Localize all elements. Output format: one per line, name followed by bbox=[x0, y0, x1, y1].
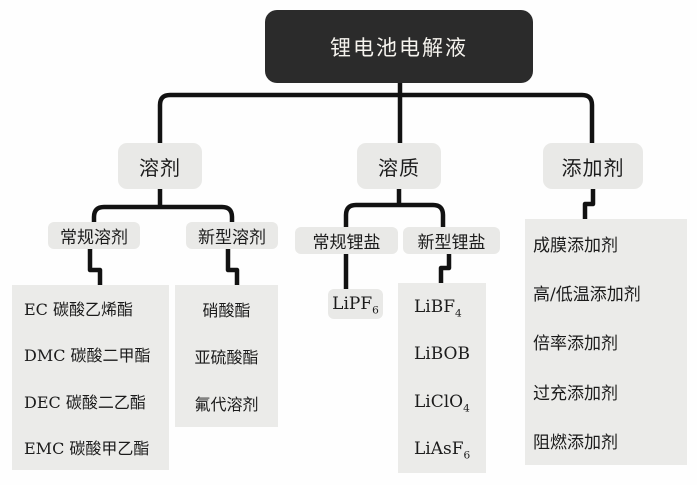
subbranch-node-label: 新型锂盐 bbox=[417, 233, 486, 253]
leaf-node-lipf6: LiPF6 bbox=[328, 289, 383, 319]
list-item: DEC 碳酸二乙酯 bbox=[24, 392, 146, 412]
connector-additive-drop bbox=[582, 189, 596, 219]
formula-label: LiPF6 bbox=[332, 294, 379, 317]
branch-node-solute: 溶质 bbox=[357, 143, 441, 189]
subbranch-node-new-salt: 新型锂盐 bbox=[403, 227, 500, 254]
root-node-electrolyte: 锂电池电解液 bbox=[265, 10, 533, 83]
list-item: DMC 碳酸二甲酯 bbox=[24, 346, 151, 366]
subbranch-node-label: 常规溶剂 bbox=[60, 228, 128, 248]
list-new-salts: LiBF4 LiBOB LiClO4 LiAsF6 bbox=[398, 283, 486, 473]
list-item: 亚硫酸酯 bbox=[194, 347, 259, 367]
branch-node-label: 添加剂 bbox=[561, 155, 625, 180]
list-additives: 成膜添加剂 高/低温添加剂 倍率添加剂 过充添加剂 阻燃添加剂 bbox=[525, 219, 687, 465]
subbranch-node-conventional-salt: 常规锂盐 bbox=[295, 227, 398, 254]
branch-node-label: 溶剂 bbox=[139, 155, 181, 180]
list-conventional-solvents: EC 碳酸乙烯酯 DMC 碳酸二甲酯 DEC 碳酸二乙酯 EMC 碳酸甲乙酯 bbox=[12, 285, 169, 470]
list-item: LiBF4 bbox=[414, 296, 462, 320]
branch-node-label: 溶质 bbox=[378, 155, 420, 180]
list-item: 成膜添加剂 bbox=[533, 236, 618, 257]
list-item: 高/低温添加剂 bbox=[533, 285, 641, 306]
list-item: 阻燃添加剂 bbox=[533, 432, 618, 453]
list-item: 硝酸酯 bbox=[202, 300, 251, 320]
list-item: 过充添加剂 bbox=[533, 383, 618, 404]
connector-root-branches bbox=[157, 92, 595, 143]
connector-new-solvent-drop bbox=[225, 249, 240, 285]
list-item: LiAsF6 bbox=[414, 439, 471, 462]
root-node-label: 锂电池电解液 bbox=[330, 35, 468, 60]
list-item: EC 碳酸乙烯酯 bbox=[24, 300, 134, 320]
subbranch-node-new-solvent: 新型溶剂 bbox=[186, 222, 278, 249]
connector-new-salt-drop bbox=[438, 254, 452, 283]
subbranch-node-label: 常规锂盐 bbox=[312, 233, 381, 253]
branch-node-additive: 添加剂 bbox=[543, 143, 643, 189]
list-item: LiClO4 bbox=[414, 391, 470, 415]
branch-node-solvent: 溶剂 bbox=[118, 143, 202, 189]
subbranch-node-label: 新型溶剂 bbox=[198, 228, 266, 248]
subbranch-node-conventional-solvent: 常规溶剂 bbox=[48, 222, 140, 249]
connector-solute-split bbox=[343, 202, 446, 227]
list-item: 倍率添加剂 bbox=[533, 334, 618, 355]
connector-solvent-split bbox=[91, 204, 235, 222]
list-item: LiBOB bbox=[414, 344, 470, 365]
list-item: 氟代溶剂 bbox=[194, 395, 259, 415]
connector-conventional-solvent-drop bbox=[87, 249, 103, 285]
list-new-solvents: 硝酸酯 亚硫酸酯 氟代溶剂 bbox=[175, 285, 278, 427]
list-item: EMC 碳酸甲乙酯 bbox=[24, 438, 150, 458]
